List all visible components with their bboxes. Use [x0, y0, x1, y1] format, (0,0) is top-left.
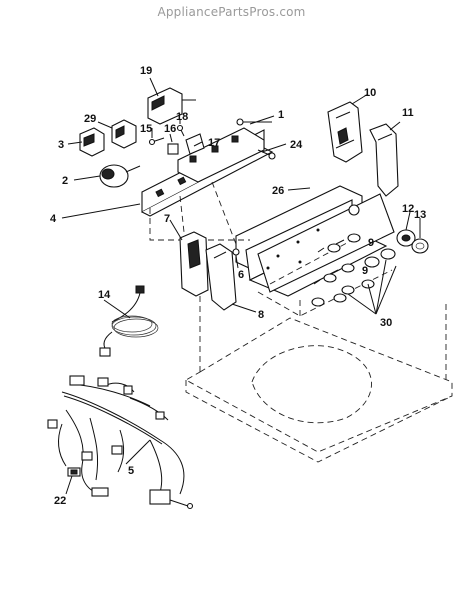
callout-16: 16	[164, 123, 176, 135]
part-15	[148, 137, 165, 146]
console-panel	[235, 185, 395, 317]
part-6	[232, 248, 240, 256]
callout-1: 1	[278, 109, 284, 121]
knob-5	[364, 256, 380, 268]
watermark: AppliancePartsPros.com	[157, 5, 306, 19]
callout-13: 13	[414, 209, 426, 221]
callout-19: 19	[140, 65, 152, 77]
callout-9a: 9	[368, 237, 374, 249]
callout-3: 3	[58, 139, 64, 151]
callout-15: 15	[140, 123, 152, 135]
console-knobs	[311, 233, 396, 307]
part-17	[185, 133, 205, 155]
knob-13	[411, 238, 429, 254]
callout-2: 2	[62, 175, 68, 187]
callout-labels: 1 2 3 4 5 6 7 8 9 9 10 11 12 13 14 15 16…	[50, 65, 426, 507]
knob-3	[329, 263, 355, 275]
switch-19	[147, 87, 196, 125]
callout-26: 26	[272, 185, 284, 197]
knob-2	[335, 233, 361, 245]
end-cap-11	[369, 123, 399, 197]
timer-2	[99, 164, 141, 188]
knob-9	[333, 293, 347, 303]
callout-9b: 9	[362, 265, 368, 277]
callout-8: 8	[258, 309, 264, 321]
callout-12: 12	[402, 203, 414, 215]
knob-4	[313, 273, 337, 285]
wire-harness-5	[47, 375, 194, 510]
power-cord-14	[99, 285, 159, 357]
callout-11: 11	[402, 107, 414, 119]
callout-24: 24	[290, 139, 303, 151]
knob-8	[311, 297, 325, 307]
callout-6: 6	[238, 269, 244, 281]
switch-29	[111, 119, 137, 149]
knob-6	[380, 248, 396, 260]
bracket-10	[327, 101, 363, 163]
callout-14: 14	[98, 289, 111, 301]
leader-lines	[61, 77, 421, 495]
part-18	[176, 124, 185, 137]
end-cap-7	[179, 231, 209, 297]
part-16	[167, 143, 179, 155]
callout-7: 7	[164, 213, 170, 225]
knob-1	[317, 243, 341, 253]
knob-12	[396, 229, 416, 247]
callout-18: 18	[176, 111, 188, 123]
callout-17: 17	[208, 137, 220, 149]
callout-30: 30	[380, 317, 392, 329]
callout-22: 22	[54, 495, 66, 507]
callout-4: 4	[50, 213, 57, 225]
callout-5: 5	[128, 465, 134, 477]
callout-10: 10	[364, 87, 376, 99]
knob-7	[341, 285, 355, 295]
connector-22	[67, 467, 81, 477]
switch-3	[79, 127, 105, 157]
washer-top-outline	[185, 290, 453, 463]
callout-29: 29	[84, 113, 96, 125]
end-cap-8	[205, 243, 237, 311]
